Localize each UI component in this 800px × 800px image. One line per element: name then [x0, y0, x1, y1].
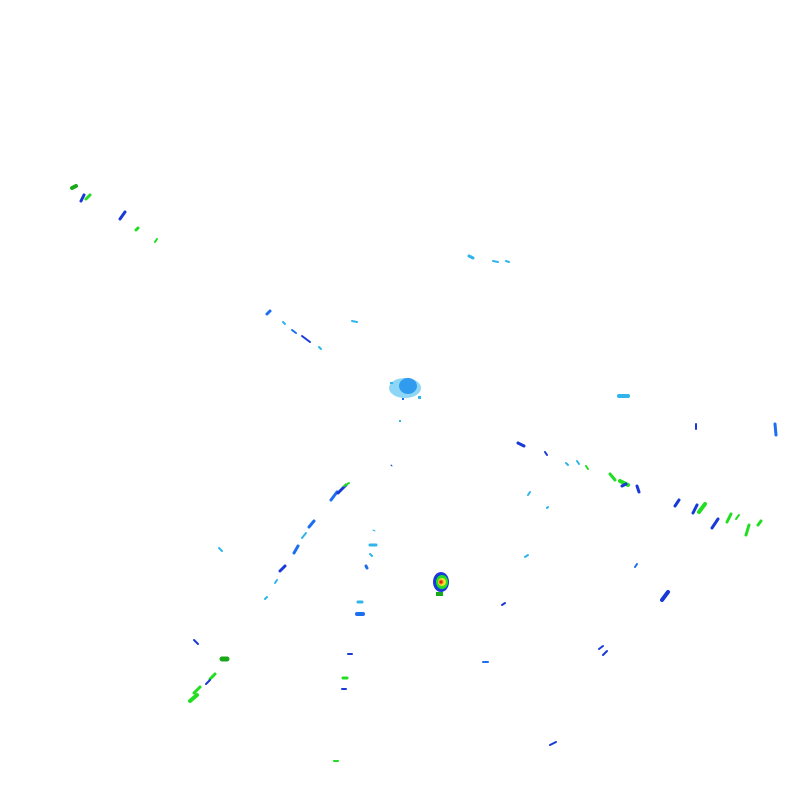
- echo-halo: [389, 378, 421, 398]
- streak: [79, 193, 86, 203]
- streak: [193, 639, 199, 645]
- streak: [524, 554, 529, 558]
- streak: [343, 482, 350, 487]
- streak: [576, 460, 580, 465]
- streak: [218, 547, 223, 552]
- streak: [282, 321, 286, 325]
- echo-red-core: [439, 580, 443, 584]
- streak: [635, 484, 641, 494]
- streak: [691, 503, 699, 515]
- streak: [565, 462, 569, 466]
- streak: [318, 346, 322, 350]
- streak: [205, 679, 211, 685]
- streak: [264, 596, 268, 600]
- streak: [274, 579, 278, 584]
- clutter-streaks: [70, 184, 778, 762]
- streak: [660, 590, 670, 602]
- streak: [192, 685, 202, 695]
- streak: [364, 564, 369, 570]
- echo-cluster-south: [433, 572, 449, 596]
- streak: [608, 472, 617, 482]
- streak: [369, 553, 373, 557]
- streak: [467, 254, 475, 260]
- streak: [549, 741, 557, 746]
- streak: [188, 693, 199, 703]
- streak: [735, 514, 740, 520]
- streak: [544, 451, 548, 456]
- streak: [598, 645, 604, 650]
- echo-tail: [436, 592, 443, 596]
- streak: [516, 441, 526, 448]
- streak: [492, 260, 499, 263]
- streak: [301, 335, 311, 343]
- streak: [505, 260, 510, 263]
- streak: [351, 320, 358, 323]
- streak: [673, 498, 681, 508]
- streak: [744, 523, 751, 537]
- echo-speck: [399, 420, 401, 422]
- streak: [265, 309, 272, 316]
- streak: [390, 464, 393, 467]
- streak: [291, 329, 297, 334]
- streak: [585, 465, 589, 470]
- streak: [602, 650, 608, 656]
- streak: [725, 512, 733, 524]
- streak: [756, 519, 763, 527]
- echo-speck: [402, 398, 404, 400]
- streak: [546, 506, 549, 509]
- streak: [292, 544, 300, 555]
- streak: [118, 210, 127, 221]
- streak: [501, 602, 506, 606]
- echo-speck: [390, 382, 393, 384]
- streak: [634, 563, 638, 568]
- streak: [329, 490, 339, 502]
- echo-cluster-center: [389, 378, 421, 422]
- streak: [278, 564, 287, 573]
- streak: [620, 482, 628, 488]
- streak: [134, 226, 140, 232]
- streak: [773, 422, 778, 437]
- streak: [710, 517, 720, 530]
- streak: [70, 184, 78, 190]
- streak: [307, 519, 316, 529]
- streak: [527, 491, 531, 496]
- echo-speck: [418, 396, 421, 399]
- streak: [372, 529, 376, 532]
- streak: [697, 502, 707, 514]
- streak: [301, 532, 307, 539]
- streak: [84, 193, 92, 201]
- streak: [208, 672, 217, 681]
- streak: [154, 238, 158, 243]
